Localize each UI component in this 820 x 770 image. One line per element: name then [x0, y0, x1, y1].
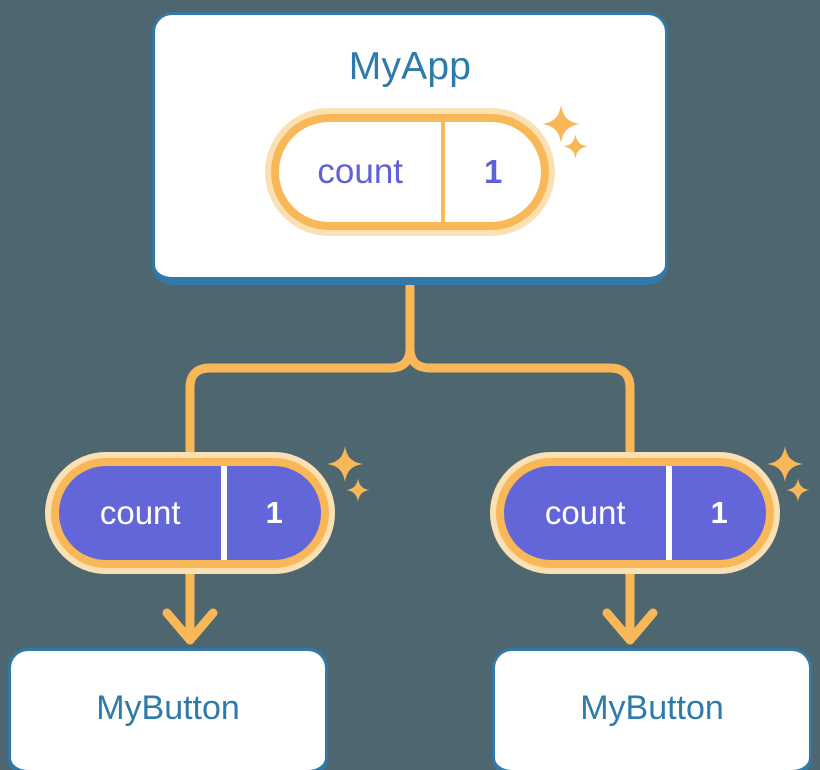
state-pill-body: count 1 — [504, 466, 766, 560]
state-pill-right[interactable]: count 1 — [490, 452, 780, 574]
state-pill-key: count — [99, 494, 181, 531]
state-pill-ring: count 1 — [51, 458, 329, 568]
state-pill-body: count 1 — [59, 466, 321, 560]
state-pill-value: 1 — [221, 466, 321, 560]
tree-branch-right-connector — [405, 343, 635, 465]
state-pill-left[interactable]: count 1 — [45, 452, 335, 574]
button-card-label: MyButton — [96, 689, 240, 727]
button-card-left[interactable]: MyButton — [8, 648, 328, 770]
state-pill-value: 1 — [666, 466, 766, 560]
arrow-down-left-icon — [162, 608, 218, 645]
state-pill-app[interactable]: count 1 — [265, 108, 555, 236]
arrow-down-right-icon — [602, 608, 658, 645]
button-card-label: MyButton — [580, 689, 724, 727]
button-card-right[interactable]: MyButton — [492, 648, 812, 770]
state-pill-ring: count 1 — [271, 114, 549, 230]
state-pill-ring: count 1 — [496, 458, 774, 568]
state-pill-value: 1 — [441, 122, 541, 222]
tree-branch-left-connector — [185, 343, 415, 465]
state-pill-key: count — [544, 494, 626, 531]
state-pill-key: count — [317, 152, 404, 191]
app-card-title: MyApp — [348, 45, 472, 88]
state-pill-body: count 1 — [279, 122, 541, 222]
